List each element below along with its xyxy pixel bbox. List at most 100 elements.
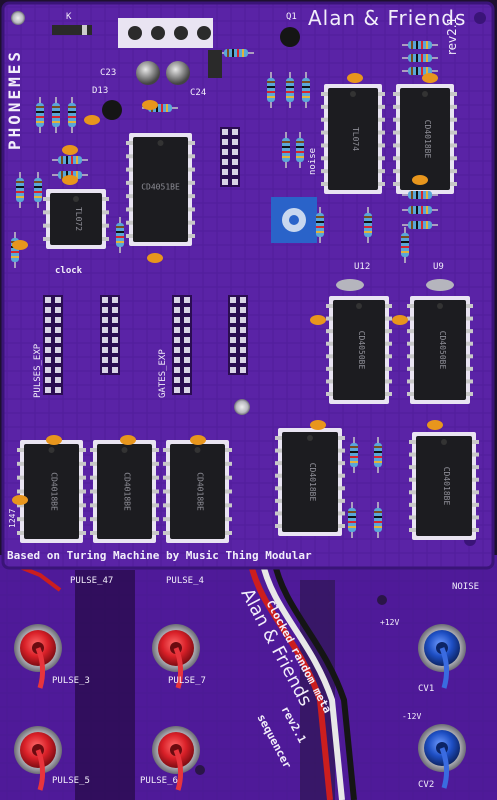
pin-header: [220, 127, 240, 187]
resistor: [296, 132, 304, 168]
ceramic-capacitor: [12, 495, 28, 505]
chip-marking: CD4018BE: [308, 463, 317, 502]
jack-label-cv2: CV2: [418, 780, 435, 790]
chip-marking: TL074: [351, 127, 360, 151]
resistor: [350, 437, 358, 473]
ic-chip: CD4018BE: [275, 428, 345, 536]
resistor: [402, 41, 438, 49]
label-d13: D13: [92, 86, 109, 96]
label-c23: C23: [100, 68, 117, 78]
resistor: [52, 97, 60, 133]
ic-chip: CD4018BE: [409, 432, 479, 540]
label-clock: clock: [55, 266, 83, 276]
ic-chip: CD4018BE: [163, 440, 232, 543]
resistor-array: [11, 41, 438, 538]
label-u12: U12: [354, 262, 371, 272]
label-noise: noise: [308, 147, 318, 175]
credit-line: Based on Turing Machine by Music Thing M…: [7, 549, 312, 562]
chip-marking: CD4018BE: [123, 472, 132, 511]
resistor: [402, 221, 438, 229]
label-1247: 1247: [8, 508, 17, 528]
ceramic-capacitors: [12, 73, 454, 505]
ic-chip: CD4051BE: [126, 133, 195, 246]
resistor: [68, 97, 76, 133]
resistor: [374, 437, 382, 473]
resistor: [52, 156, 88, 164]
resistor: [402, 67, 438, 75]
jack-label-pulse-4: PULSE_4: [166, 576, 204, 586]
label-c24: C24: [190, 88, 207, 98]
chip-marking: CD4050BE: [438, 331, 447, 370]
pulse-jack[interactable]: [152, 624, 200, 689]
ceramic-capacitor: [347, 73, 363, 83]
ceramic-capacitor: [12, 240, 28, 250]
pin-header: [43, 295, 63, 395]
label-plus12: +12V: [380, 618, 400, 627]
resistor: [34, 172, 42, 208]
chip-marking: CD4050BE: [357, 331, 366, 370]
resistor: [116, 217, 124, 253]
resistor: [302, 72, 310, 108]
front-panel: [0, 555, 497, 800]
jack-label-cv1: CV1: [418, 684, 435, 694]
label-minus12: -12V: [402, 712, 422, 721]
resistor: [36, 97, 44, 133]
ceramic-capacitor: [427, 420, 443, 430]
chip-marking: CD4018BE: [196, 472, 205, 511]
jack-label-pulse-3: PULSE_3: [52, 676, 90, 686]
ic-chip: CD4018BE: [90, 440, 159, 543]
chip-marking: CD4051BE: [141, 183, 180, 192]
audio-jacks: [14, 624, 466, 791]
chip-marking: CD4018BE: [423, 120, 432, 159]
ceramic-capacitor: [120, 435, 136, 445]
label-q1: Q1: [286, 12, 297, 22]
ceramic-capacitor: [62, 175, 78, 185]
pulse-jack[interactable]: [14, 624, 62, 689]
label-u9: U9: [433, 262, 444, 272]
ic-chip: CD4050BE: [326, 296, 392, 404]
ceramic-capacitor: [147, 253, 163, 263]
chip-marking: CD4018BE: [442, 467, 451, 506]
ceramic-capacitor: [392, 315, 408, 325]
pulse-jack[interactable]: [152, 726, 200, 791]
thermistor: [336, 279, 364, 291]
ceramic-capacitor: [422, 73, 438, 83]
ceramic-capacitor: [84, 115, 100, 125]
chip-marking: CD4018BE: [50, 472, 59, 511]
ceramic-capacitor: [412, 175, 428, 185]
pulse-jack[interactable]: [14, 726, 62, 791]
resistor: [348, 502, 356, 538]
ceramic-capacitor: [142, 100, 158, 110]
label-pulses-exp: PULSES_EXP: [33, 343, 43, 398]
pin-header: [228, 295, 248, 375]
jack-label-noise: NOISE: [452, 582, 480, 592]
resistor: [218, 49, 254, 57]
ceramic-capacitor: [190, 435, 206, 445]
brand-label: PHONEMES: [5, 48, 24, 150]
board-revision: rev2.1: [445, 16, 459, 55]
ceramic-capacitor: [310, 420, 326, 430]
jack-label-pulse-47: PULSE_47: [70, 576, 114, 586]
ic-chip: CD4018BE: [393, 84, 457, 194]
resistor: [316, 207, 324, 243]
resistor: [374, 502, 382, 538]
diode: [52, 25, 222, 78]
ic-chip: CD4050BE: [407, 296, 473, 404]
label-gates-exp: GATES_EXP: [158, 349, 168, 398]
label-k: K: [66, 12, 72, 22]
cv-jack[interactable]: [418, 724, 466, 789]
ceramic-capacitor: [310, 315, 326, 325]
cv-jack[interactable]: [418, 624, 466, 689]
ic-chip: TL074: [321, 84, 385, 194]
resistor: [267, 72, 275, 108]
board-title: Alan & Friends: [308, 6, 467, 30]
pin-header: [100, 295, 120, 375]
jack-label-pulse-5: PULSE_5: [52, 776, 90, 786]
resistor: [402, 54, 438, 62]
resistor: [286, 72, 294, 108]
ic-chip: CD4018BE: [17, 440, 86, 543]
resistor: [402, 206, 438, 214]
resistor: [16, 172, 24, 208]
